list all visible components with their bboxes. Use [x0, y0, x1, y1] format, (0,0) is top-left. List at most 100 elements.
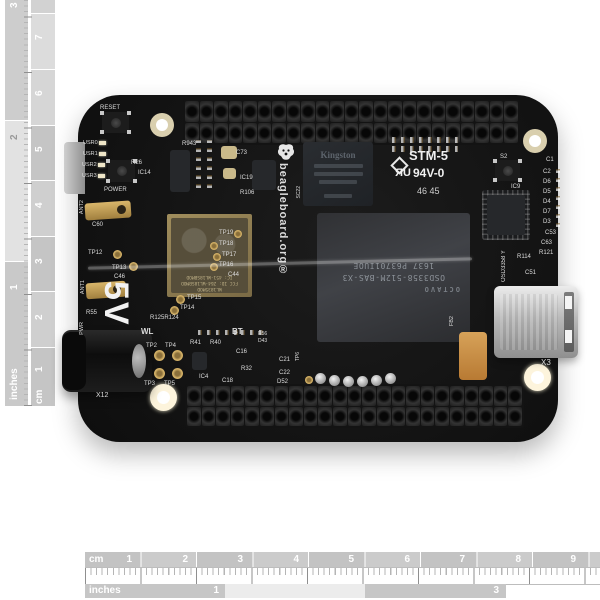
header-pin: [464, 406, 479, 426]
s2-button: [493, 159, 522, 182]
beagleboard-brand-text: beagleboard.org®: [277, 163, 289, 278]
header-pin: [504, 122, 518, 143]
header-pin: [185, 101, 199, 122]
flammability-rating-text: 94V-0: [413, 166, 445, 180]
ruler-number: 2: [9, 134, 20, 140]
small-ic: [170, 150, 190, 192]
ruler-number: 3: [34, 258, 45, 264]
test-point: [210, 242, 218, 250]
header-pin: [301, 101, 315, 122]
silk-c53: C53: [545, 230, 557, 236]
silk-c18: C18: [222, 378, 234, 384]
header-pin: [260, 406, 274, 426]
silk-r55: R55: [86, 310, 98, 316]
header-pin: [362, 406, 376, 426]
solder-via: [329, 375, 340, 386]
resistor-row: [198, 330, 238, 335]
silk-ant1: ANT1: [80, 280, 86, 295]
header-pin: [303, 386, 318, 406]
header-pin: [475, 122, 489, 143]
left-ruler-cm-seg: [31, 70, 55, 125]
silk-d43: D43: [258, 338, 268, 344]
header-pin: [417, 101, 431, 122]
test-point: [213, 253, 221, 261]
header-pin: [187, 406, 201, 426]
inches-label: inches: [9, 368, 20, 400]
header-pin: [187, 386, 201, 406]
silk-fb2: FB2: [449, 316, 455, 327]
header-pin: [286, 122, 301, 143]
header-pin: [245, 386, 260, 406]
ruler-number: 1: [213, 585, 219, 596]
silk-r40: R40: [210, 340, 222, 346]
header-pin: [201, 386, 216, 406]
ruler-number: 1: [9, 284, 20, 290]
header-pin: [347, 386, 362, 406]
header-pin: [318, 386, 333, 406]
ruler-number: 5: [348, 554, 354, 565]
wifi-module: WL1835MOD FCC ID: Z64-WL18SBMOD IC: 451-…: [167, 214, 252, 297]
tantalum-capacitor: [459, 332, 487, 380]
left-ruler-inch-seg: [5, 262, 28, 406]
silk-tp6: TP6: [295, 352, 301, 362]
expansion-header-bottom: [185, 384, 524, 428]
silk-c22: C22: [279, 370, 291, 376]
silk-d52: D52: [277, 379, 289, 385]
header-pin: [315, 122, 330, 143]
header-pin: [330, 122, 344, 143]
header-pin: [347, 406, 362, 426]
header-pin: [420, 386, 435, 406]
silk-r125: R125R124: [150, 315, 179, 321]
solder-via: [357, 376, 368, 387]
ruler-number: 2: [182, 554, 188, 565]
solder-via: [385, 373, 396, 384]
ruler-number: 1: [34, 366, 45, 372]
ruler-number: 6: [404, 554, 410, 565]
inches-label: inches: [89, 585, 121, 596]
header-pin: [435, 386, 449, 406]
header-pin: [185, 122, 199, 143]
bottom-ruler-inch-seg: [85, 584, 225, 598]
header-pin: [493, 406, 508, 426]
header-pin: [406, 406, 420, 426]
ruler-number: 3: [493, 585, 499, 596]
silk-d6: D6: [543, 179, 551, 185]
silk-tp4: TP4: [165, 343, 177, 349]
silk-c73: C73: [236, 150, 248, 156]
header-pin: [274, 406, 289, 426]
header-pin: [318, 406, 333, 426]
antenna-connector-ant2: [84, 200, 132, 221]
silk-tp14: TP14: [180, 305, 195, 311]
silk-tp16: TP16: [219, 262, 234, 268]
silk-wl: WL: [141, 327, 154, 336]
silk-usr1: USR1: [83, 151, 98, 157]
header-pin: [479, 386, 493, 406]
header-pin: [376, 386, 391, 406]
silk-usr2: USR2: [82, 162, 97, 168]
header-pin: [230, 406, 245, 426]
expansion-header-top: [183, 99, 520, 145]
header-pin: [272, 122, 286, 143]
usr2-led: [98, 163, 105, 167]
header-pin: [260, 386, 274, 406]
bottom-ruler-cm-bar: [85, 552, 600, 567]
silk-d7: D7: [543, 209, 551, 215]
small-ic: [252, 160, 276, 190]
bottom-ruler-inch-seg: [365, 584, 506, 598]
header-pin: [373, 101, 388, 122]
silk-ic9: IC9: [511, 184, 521, 190]
header-pin: [493, 386, 508, 406]
test-point: [129, 262, 138, 271]
resistor-row: [392, 137, 458, 143]
header-pin: [301, 122, 315, 143]
micro-usb-connector: [64, 142, 85, 194]
reset-button: [100, 111, 131, 134]
resistor-row: [241, 330, 267, 335]
solder-via: [343, 376, 354, 387]
header-pin: [431, 101, 446, 122]
usr1-led: [99, 152, 106, 156]
resistor-column: [556, 165, 560, 227]
header-pin: [228, 101, 243, 122]
header-pin: [315, 101, 330, 122]
header-pin: [199, 122, 214, 143]
